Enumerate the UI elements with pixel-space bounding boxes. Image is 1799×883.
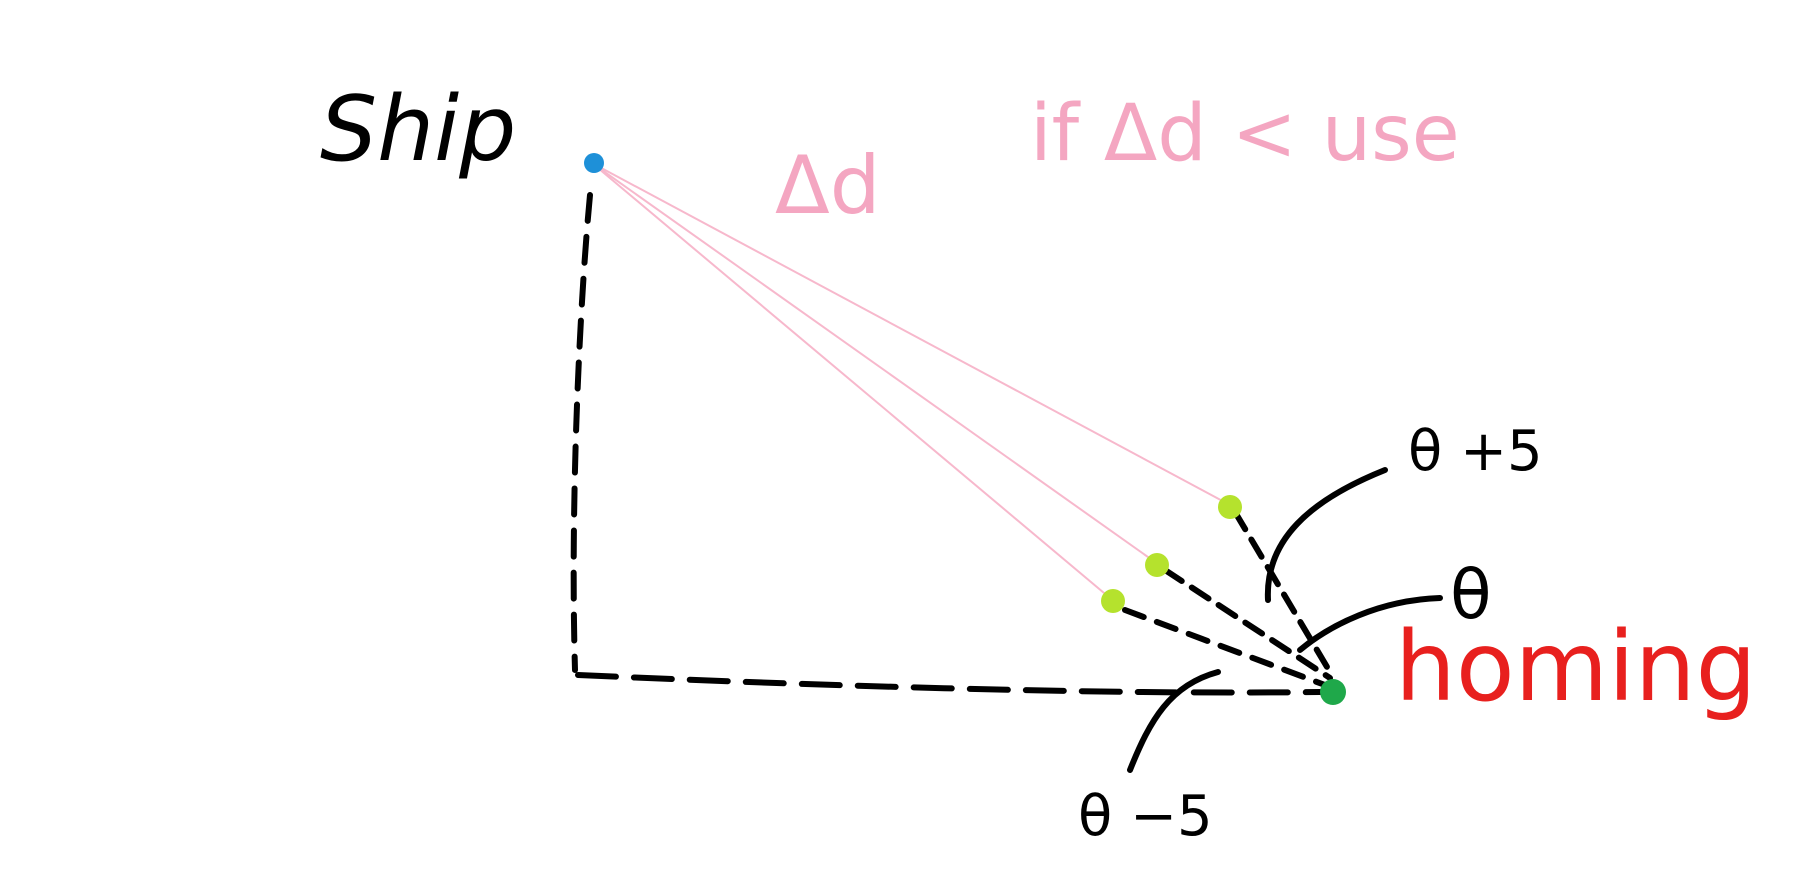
condition-label: if Δd < use xyxy=(1030,89,1460,179)
distance-line-middle xyxy=(591,162,1156,563)
target-dot xyxy=(1320,679,1346,705)
theta-plus-label: θ +5 xyxy=(1408,419,1543,484)
candidate-dash-upper xyxy=(1232,509,1333,675)
candidate-point-lower xyxy=(1101,589,1125,613)
theta-minus-label: θ −5 xyxy=(1078,784,1213,849)
horizontal-dashed-leg xyxy=(575,672,1323,696)
ship-dot xyxy=(584,153,604,173)
leader-theta-plus xyxy=(1264,467,1388,603)
candidate-point-middle xyxy=(1145,553,1169,577)
ship-label: Ship xyxy=(320,77,516,182)
leader-theta-minus xyxy=(1127,669,1221,773)
distance-line-lower xyxy=(591,162,1111,599)
delta-d-label: Δd xyxy=(775,139,881,232)
leader-theta xyxy=(1297,595,1443,653)
distance-line-upper xyxy=(591,162,1231,506)
theta-label: θ xyxy=(1450,556,1492,635)
candidate-dash-middle xyxy=(1162,567,1333,681)
homing-label: homing xyxy=(1395,611,1757,723)
candidate-point-upper xyxy=(1218,495,1242,519)
vertical-dashed-leg xyxy=(570,192,593,673)
candidate-dash-lower xyxy=(1122,607,1328,688)
